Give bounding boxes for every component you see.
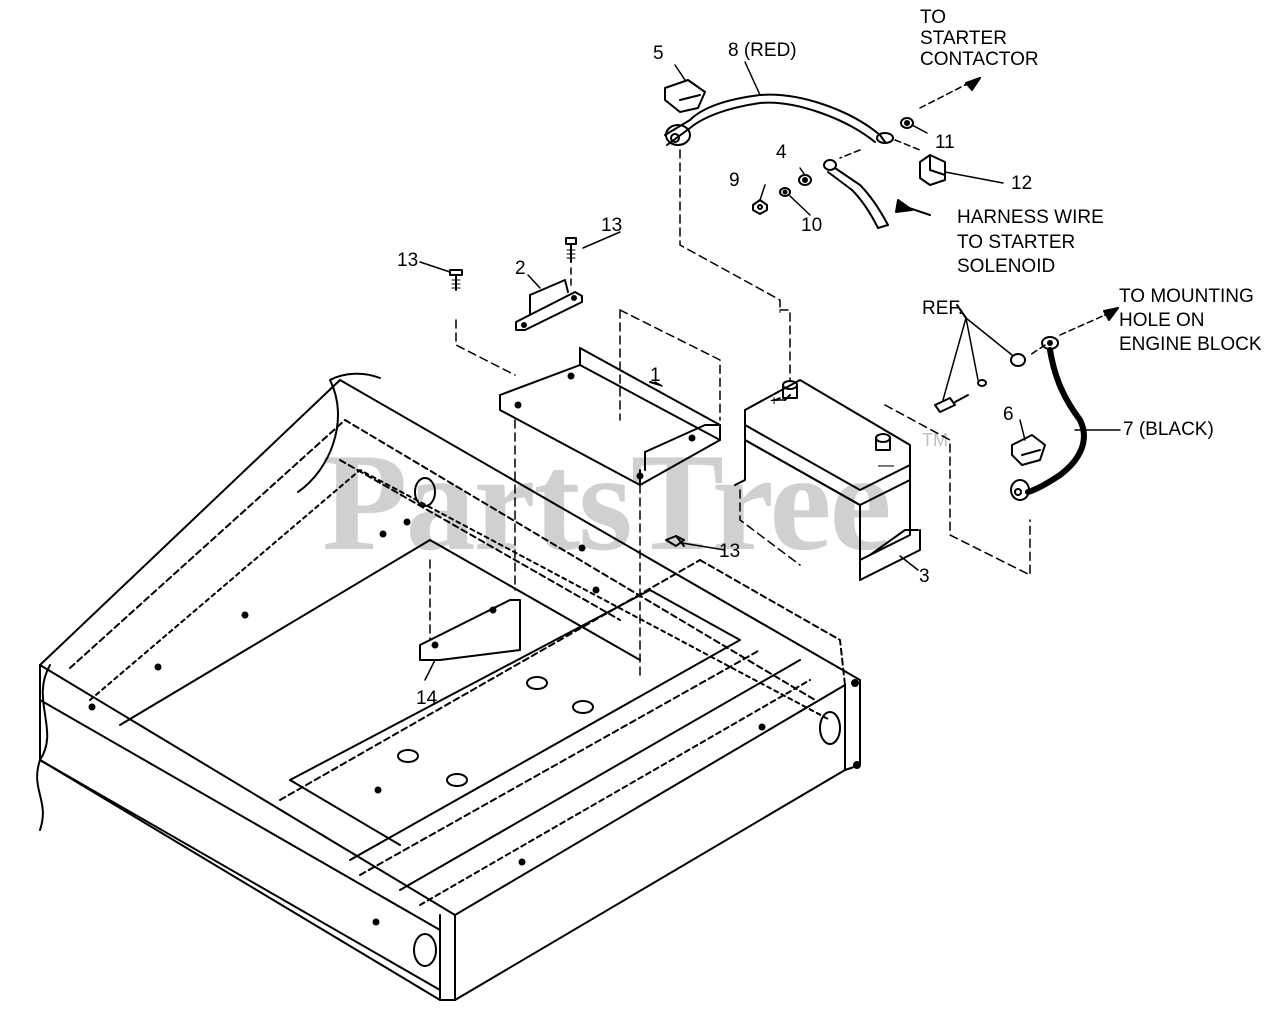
label-part-10: 10 <box>801 215 823 236</box>
callout-mounting-hole-line1: TO MOUNTING <box>1119 286 1254 307</box>
frame <box>36 372 861 1001</box>
label-part-13-lower: 13 <box>719 541 741 562</box>
callout-mounting-hole-line3: ENGINE BLOCK <box>1119 334 1262 355</box>
watermark: PartsTree <box>322 425 892 580</box>
watermark-trademark: TM <box>922 430 948 450</box>
callout-starter-contactor-line1: TO <box>920 7 947 28</box>
terminal-cover-part-6 <box>1011 434 1046 466</box>
label-part-12: 12 <box>1011 173 1033 194</box>
terminal-cover-part-5 <box>664 79 706 113</box>
harness-wire <box>823 159 931 229</box>
callout-mounting-hole-line2: HOLE ON <box>1119 310 1205 331</box>
label-part-2: 2 <box>515 258 526 279</box>
callout-starter-contactor-line3: CONTACTOR <box>920 49 1039 70</box>
label-part-8: 8 (RED) <box>728 40 797 61</box>
label-part-14: 14 <box>416 688 438 709</box>
bracket-part-14 <box>419 559 521 661</box>
label-part-9: 9 <box>729 170 740 191</box>
battery-tray-part-1 <box>499 309 721 681</box>
label-part-13-top-left: 13 <box>397 250 419 271</box>
label-part-13-top: 13 <box>601 215 623 236</box>
battery-part-3: + — <box>734 309 1031 581</box>
label-part-11: 11 <box>935 132 955 153</box>
svg-text:—: — <box>878 457 894 474</box>
label-ref: REF. <box>922 298 964 319</box>
label-part-5: 5 <box>653 43 664 64</box>
label-part-7: 7 (BLACK) <box>1123 419 1214 440</box>
callout-starter-contactor-line2: STARTER <box>920 28 1007 49</box>
bolt-part-13 <box>449 237 685 547</box>
label-part-4: 4 <box>776 142 787 163</box>
callout-harness-wire-line3: SOLENOID <box>957 256 1056 277</box>
callout-harness-wire-line2: TO STARTER <box>957 232 1076 253</box>
callout-harness-wire-line1: HARNESS WIRE <box>957 207 1104 228</box>
red-cable-part-8 <box>664 93 894 313</box>
clamp-part-2 <box>515 279 583 331</box>
contactor-hardware <box>839 77 981 186</box>
label-part-6: 6 <box>1003 404 1014 425</box>
label-part-1: 1 <box>650 365 661 386</box>
leader-lines <box>419 61 1121 681</box>
label-part-3: 3 <box>919 566 930 587</box>
black-cable-part-7 <box>1010 307 1119 501</box>
ref-hardware <box>934 304 1026 413</box>
svg-text:+: + <box>770 392 778 408</box>
